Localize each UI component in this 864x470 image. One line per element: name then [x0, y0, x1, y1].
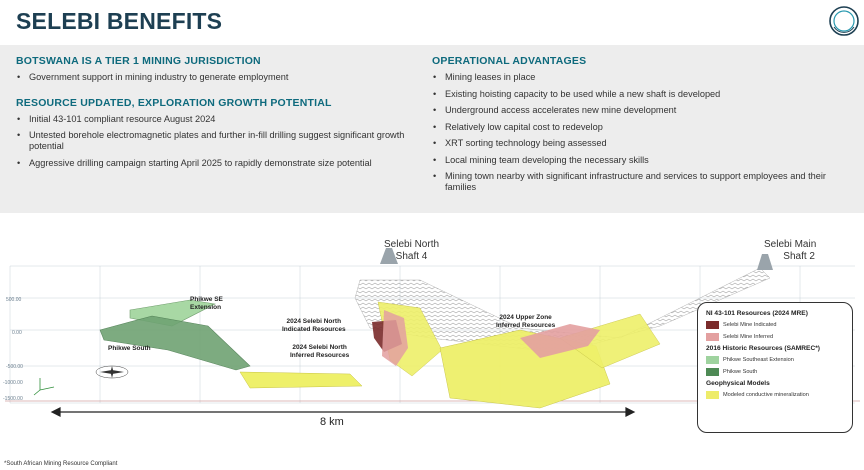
- jurisdiction-list: Government support in mining industry to…: [16, 72, 406, 83]
- list-item: Local mining team developing the necessa…: [432, 155, 852, 166]
- yellow-plate-east2: [559, 313, 661, 369]
- list-item: Government support in mining industry to…: [16, 72, 406, 83]
- upper-zone-body: [520, 324, 600, 358]
- elevation-label: -500.00: [6, 364, 23, 370]
- operational-list: Mining leases in place Existing hoisting…: [432, 72, 852, 193]
- north-inferred-body: [382, 310, 408, 366]
- phikwe-south-label: Phikwe South: [108, 345, 151, 352]
- legend-item: Selebi Mine Indicated: [706, 321, 844, 329]
- elevation-label: 500.00: [6, 297, 22, 303]
- legend-swatch: [706, 321, 719, 329]
- north-inferred-label: 2024 Selebi North Inferred Resources: [290, 344, 350, 359]
- phikwe-south: [99, 315, 251, 371]
- list-item: Relatively low capital cost to redevelop: [432, 122, 852, 133]
- list-item: Underground access accelerates new mine …: [432, 105, 852, 116]
- section-heading-operational: OPERATIONAL ADVANTAGES: [432, 55, 587, 67]
- section-heading-jurisdiction: BOTSWANA IS A TIER 1 MINING JURISDICTION: [16, 55, 261, 67]
- shaft-label-main: Selebi Main Shaft 2: [764, 239, 817, 262]
- list-item: Existing hoisting capacity to be used wh…: [432, 89, 852, 100]
- benefits-panel: BOTSWANA IS A TIER 1 MINING JURISDICTION…: [0, 45, 864, 213]
- elevation-label: 0.00: [12, 330, 22, 336]
- company-logo-icon: [829, 6, 859, 36]
- north-headframe-icon: [380, 248, 398, 264]
- legend-swatch: [706, 356, 719, 364]
- upper-zone-label: 2024 Upper Zone Inferred Resources: [496, 314, 556, 329]
- list-item: Aggressive drilling campaign starting Ap…: [16, 158, 406, 169]
- list-item: Untested borehole electromagnetic plates…: [16, 130, 406, 152]
- legend: NI 43-101 Resources (2024 MRE) Selebi Mi…: [697, 302, 853, 433]
- legend-swatch: [706, 333, 719, 341]
- main-headframe-icon: [757, 254, 773, 270]
- elevation-label: -1500.00: [3, 396, 23, 402]
- legend-heading-historic: 2016 Historic Resources (SAMREC*): [706, 345, 820, 352]
- list-item: Initial 43-101 compliant resource August…: [16, 114, 406, 125]
- list-item: Mining town nearby with significant infr…: [432, 171, 852, 193]
- page-title: SELEBI BENEFITS: [16, 8, 223, 34]
- yellow-plate-west: [239, 371, 363, 389]
- left-column: BOTSWANA IS A TIER 1 MINING JURISDICTION…: [16, 55, 406, 174]
- phikwe-se-label: Phikwe SE Extension: [190, 296, 223, 311]
- compass-icon: [95, 365, 129, 379]
- resource-list: Initial 43-101 compliant resource August…: [16, 114, 406, 169]
- shaft-label-north: Selebi North Shaft 4: [384, 239, 440, 262]
- right-column: OPERATIONAL ADVANTAGES Mining leases in …: [432, 55, 852, 199]
- legend-heading-geophysical: Geophysical Models: [706, 380, 770, 387]
- distance-arrow: [50, 407, 636, 417]
- legend-swatch: [706, 368, 719, 376]
- axis-triad-icon: [33, 378, 55, 396]
- elevation-label: -1000.00: [3, 380, 23, 386]
- footnote: *South African Mining Resource Compliant: [4, 461, 118, 467]
- north-indicated-label: 2024 Selebi North Indicated Resources: [282, 318, 346, 333]
- distance-label: 8 km: [320, 416, 344, 428]
- legend-heading-ni43101: NI 43-101 Resources (2024 MRE): [706, 310, 808, 317]
- list-item: Mining leases in place: [432, 72, 852, 83]
- legend-swatch: [706, 391, 719, 399]
- legend-item: Modeled conductive mineralization: [706, 391, 844, 399]
- legend-item: Phikwe Southeast Extension: [706, 356, 844, 364]
- list-item: XRT sorting technology being assessed: [432, 138, 852, 149]
- geological-model-diagram: [5, 248, 860, 417]
- section-heading-resource: RESOURCE UPDATED, EXPLORATION GROWTH POT…: [16, 96, 332, 109]
- legend-item: Phikwe South: [706, 368, 844, 376]
- legend-item: Selebi Mine Inferred: [706, 333, 844, 341]
